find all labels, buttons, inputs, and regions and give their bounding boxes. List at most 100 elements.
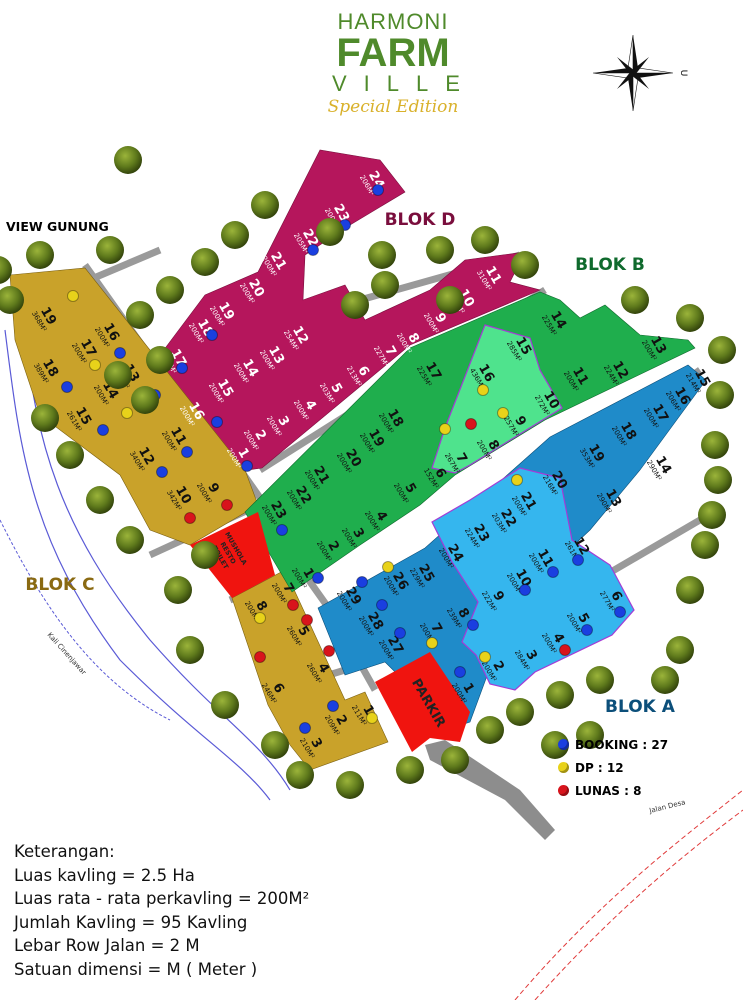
lunas-pin-icon[interactable] [559, 644, 571, 656]
tree-icon [116, 526, 144, 554]
tree-icon [0, 286, 24, 314]
booking-pin-icon[interactable] [394, 627, 406, 639]
notes-line: Jumlah Kavling = 95 Kavling [14, 912, 248, 932]
river [4, 329, 271, 801]
booking-pin-icon[interactable] [299, 722, 311, 734]
booking-pin-icon[interactable] [519, 584, 531, 596]
tree-icon [114, 146, 142, 174]
dp-pin-icon[interactable] [426, 637, 438, 649]
booking-pin-icon[interactable] [156, 466, 168, 478]
legend-booking: BOOKING : 27 [558, 733, 668, 756]
logo-special-edition: Special Edition [327, 97, 459, 117]
lunas-pin-icon[interactable] [465, 418, 477, 430]
keterangan-notes: Keterangan: Luas kavling = 2.5 Ha Luas r… [14, 840, 309, 981]
tree-icon [221, 221, 249, 249]
tree-icon [336, 771, 364, 799]
booking-pin-icon[interactable] [211, 416, 223, 428]
dp-pin-icon[interactable] [477, 384, 489, 396]
tree-icon [676, 576, 704, 604]
logo-farm: FARM [336, 31, 450, 75]
booking-pin-icon[interactable] [312, 572, 324, 584]
tree-icon [131, 386, 159, 414]
tree-icon [316, 218, 344, 246]
tree-icon [426, 236, 454, 264]
tree-icon [708, 336, 736, 364]
tree-icon [251, 191, 279, 219]
tree-icon [546, 681, 574, 709]
dp-pin-icon[interactable] [366, 712, 378, 724]
booking-pin-icon[interactable] [307, 244, 319, 256]
tree-icon [436, 286, 464, 314]
tree-icon [701, 431, 729, 459]
dp-pin-icon[interactable] [439, 423, 451, 435]
lunas-pin-icon[interactable] [221, 499, 233, 511]
dp-pin-icon[interactable] [497, 407, 509, 419]
view-gunung-label: VIEW GUNUNG [6, 219, 109, 234]
dp-pin-icon[interactable] [382, 561, 394, 573]
tree-icon [26, 241, 54, 269]
legend-lunas-label: LUNAS : 8 [575, 783, 642, 798]
jalan-desa-edge [534, 809, 743, 1000]
booking-pin-icon[interactable] [356, 576, 368, 588]
block-label-a: BLOK A [605, 697, 676, 717]
tree-icon [96, 236, 124, 264]
tree-icon [164, 576, 192, 604]
booking-pin-icon[interactable] [97, 424, 109, 436]
notes-line: Luas kavling = 2.5 Ha [14, 865, 195, 885]
lunas-pin-icon[interactable] [254, 651, 266, 663]
booking-pin-icon[interactable] [454, 666, 466, 678]
lunas-pin-icon[interactable] [287, 599, 299, 611]
legend-dp-label: DP : 12 [575, 760, 624, 775]
tree-icon [0, 256, 12, 284]
dp-pin-icon[interactable] [254, 612, 266, 624]
booking-pin-icon[interactable] [176, 362, 188, 374]
logo-harmoni: HARMONI [337, 9, 449, 34]
lunas-pin-icon[interactable] [301, 614, 313, 626]
block-label-c: BLOK C [25, 575, 94, 595]
status-legend: BOOKING : 27 DP : 12 LUNAS : 8 [558, 733, 668, 802]
tree-icon [666, 636, 694, 664]
legend-dp: DP : 12 [558, 756, 668, 779]
lunas-pin-icon[interactable] [323, 645, 335, 657]
dp-pin-icon[interactable] [121, 407, 133, 419]
legend-lunas: LUNAS : 8 [558, 779, 668, 802]
booking-pin-icon[interactable] [61, 381, 73, 393]
dp-pin-icon[interactable] [89, 359, 101, 371]
block-label-b: BLOK B [575, 255, 645, 275]
booking-pin-icon[interactable] [467, 619, 479, 631]
dp-pin-icon[interactable] [511, 474, 523, 486]
dp-pin-icon[interactable] [67, 290, 79, 302]
booking-pin-icon[interactable] [547, 566, 559, 578]
tree-icon [441, 746, 469, 774]
compass-north-label: U [678, 70, 688, 77]
booking-pin-icon[interactable] [327, 700, 339, 712]
river-label: Kali Cinenjawar [46, 631, 88, 677]
tree-icon [471, 226, 499, 254]
dp-pin-icon[interactable] [479, 651, 491, 663]
booking-pin-icon[interactable] [614, 606, 626, 618]
logo: HARMONI FARM VILLE Special Edition [318, 10, 468, 118]
booking-pin-icon[interactable] [372, 184, 384, 196]
lunas-pin-icon[interactable] [184, 512, 196, 524]
booking-pin-icon[interactable] [114, 347, 126, 359]
booking-pin-icon[interactable] [376, 599, 388, 611]
river-edge [0, 519, 171, 721]
tree-icon [191, 248, 219, 276]
tree-icon [126, 301, 154, 329]
jalan-desa [514, 789, 743, 1000]
booking-pin-icon[interactable] [181, 446, 193, 458]
booking-pin-icon[interactable] [572, 554, 584, 566]
booking-pin-icon[interactable] [241, 460, 253, 472]
booking-pin-icon[interactable] [581, 624, 593, 636]
booking-pin-icon[interactable] [276, 524, 288, 536]
booking-pin-icon[interactable] [206, 329, 218, 341]
tree-icon [56, 441, 84, 469]
block-b-highlight-area [431, 324, 563, 474]
